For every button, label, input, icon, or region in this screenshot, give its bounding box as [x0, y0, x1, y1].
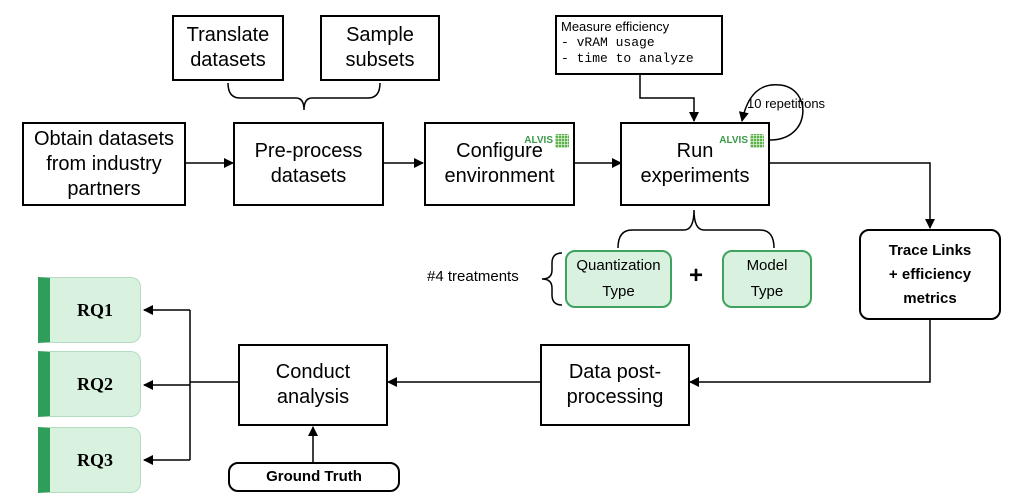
brace-run	[617, 209, 775, 249]
preprocess-datasets-box: Pre-process datasets	[233, 122, 384, 206]
configure-environment-box: Configure environment ALVIS	[424, 122, 575, 206]
repetitions-label: 10 repetitions	[747, 96, 826, 111]
measure-item-vram: - vRAM usage	[561, 35, 655, 50]
data-post-processing-label: Data post- processing	[566, 361, 664, 408]
rq2-card: RQ2	[38, 351, 141, 417]
plus-sign: +	[689, 262, 704, 289]
translate-datasets-label: Translate datasets	[186, 24, 270, 71]
rq2-label: RQ2	[77, 373, 113, 394]
model-type-box: Model Type	[722, 250, 812, 308]
chip-icon	[555, 133, 569, 148]
ground-truth-box: Ground Truth	[228, 462, 400, 492]
run-experiments-label: Run experiments	[640, 140, 750, 187]
data-post-processing-box: Data post- processing	[540, 344, 690, 426]
obtain-datasets-box: Obtain datasets from industry partners	[22, 122, 186, 206]
measure-item-time: - time to analyze	[561, 51, 694, 66]
chip-icon	[750, 133, 764, 148]
translate-datasets-box: Translate datasets	[172, 15, 284, 81]
ground-truth-label: Ground Truth	[266, 468, 362, 485]
measure-efficiency-note: Measure efficiency - vRAM usage - time t…	[555, 15, 723, 75]
brace-preprocess	[227, 82, 381, 111]
alvis-logo-text: ALVIS	[524, 135, 553, 146]
alvis-logo-text: ALVIS	[719, 135, 748, 146]
alvis-logo-configure: ALVIS	[524, 128, 569, 153]
trace-links-box: Trace Links + efficiency metrics	[859, 229, 1001, 320]
arrow-tracelinks-to-postprocessing	[689, 320, 931, 387]
quantization-type-label: Quantization Type	[576, 257, 661, 300]
obtain-datasets-label: Obtain datasets from industry partners	[33, 127, 175, 200]
preprocess-datasets-label: Pre-process datasets	[254, 140, 363, 187]
trace-links-label: Trace Links + efficiency metrics	[888, 241, 972, 307]
configure-environment-label: Configure environment	[444, 140, 555, 187]
sample-subsets-box: Sample subsets	[320, 15, 440, 81]
repetitions-loop	[738, 84, 804, 141]
rq1-card: RQ1	[38, 277, 141, 343]
brace-treatments	[541, 252, 563, 306]
rq1-label: RQ1	[77, 299, 113, 320]
model-type-label: Model Type	[746, 257, 788, 300]
run-experiments-box: Run experiments ALVIS	[620, 122, 770, 206]
rq3-card: RQ3	[38, 427, 141, 493]
measure-efficiency-title: Measure efficiency	[561, 19, 670, 34]
sample-subsets-label: Sample subsets	[345, 24, 415, 71]
alvis-logo-run: ALVIS	[719, 128, 764, 153]
treatments-label: #4 treatments	[427, 268, 519, 285]
arrow-measure-to-run	[639, 75, 699, 122]
conduct-analysis-box: Conduct analysis	[238, 344, 388, 426]
conduct-analysis-label: Conduct analysis	[275, 361, 351, 408]
rq3-label: RQ3	[77, 449, 113, 470]
arrow-run-to-tracelinks	[770, 162, 935, 229]
quantization-type-box: Quantization Type	[565, 250, 672, 308]
